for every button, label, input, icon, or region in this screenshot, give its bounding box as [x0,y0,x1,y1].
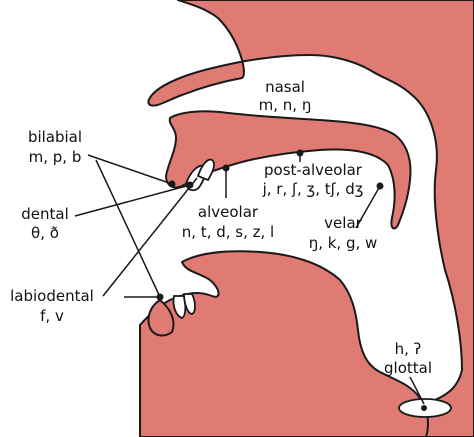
dental-leader [74,184,191,217]
labiodental-sounds: f, v [40,307,64,325]
nasal-sounds: m, n, ŋ [259,96,312,114]
upper-tooth-back [196,158,215,182]
lower-tooth-back [183,293,196,315]
alveolar-sounds: n, t, d, s, z, l [182,223,274,241]
dental-title: dental [21,205,69,223]
post-alveolar-sounds: j, r, ʃ, ʒ, tʃ, dʒ [262,180,364,198]
bilabial-leader-upper [87,154,173,185]
nasal-title: nasal [265,78,305,96]
bilabial-leader-lower [95,159,161,298]
glottal-leader [409,376,425,405]
bilabial-title: bilabial [28,128,82,146]
post-alveolar-point [296,149,304,157]
velar-leader [355,185,381,229]
glottal-point [421,405,427,411]
nasal-cavity-tissue [147,0,474,437]
post-alveolar-title: post-alveolar [264,161,363,179]
glottal-title: glottal [384,359,432,377]
velar-sounds: ŋ, k, g, w [309,234,378,252]
labiodental-title: labiodental [10,287,94,305]
bilabial-point-upper [168,180,176,188]
labiodental-leader-upper [102,177,198,297]
bilabial-sounds: m, p, b [29,148,82,166]
bilabial-point-lower [156,293,164,301]
velar-point [376,182,384,190]
dental-point [186,181,194,189]
alveolar-point [222,164,230,172]
glottal-sounds: h, ʔ [395,340,422,358]
alveolar-title: alveolar [198,203,259,221]
tongue-lower-jaw [139,250,429,437]
dental-sounds: θ, ð [31,224,59,242]
lower-lip [147,299,175,337]
velar-title: velar [324,214,362,232]
